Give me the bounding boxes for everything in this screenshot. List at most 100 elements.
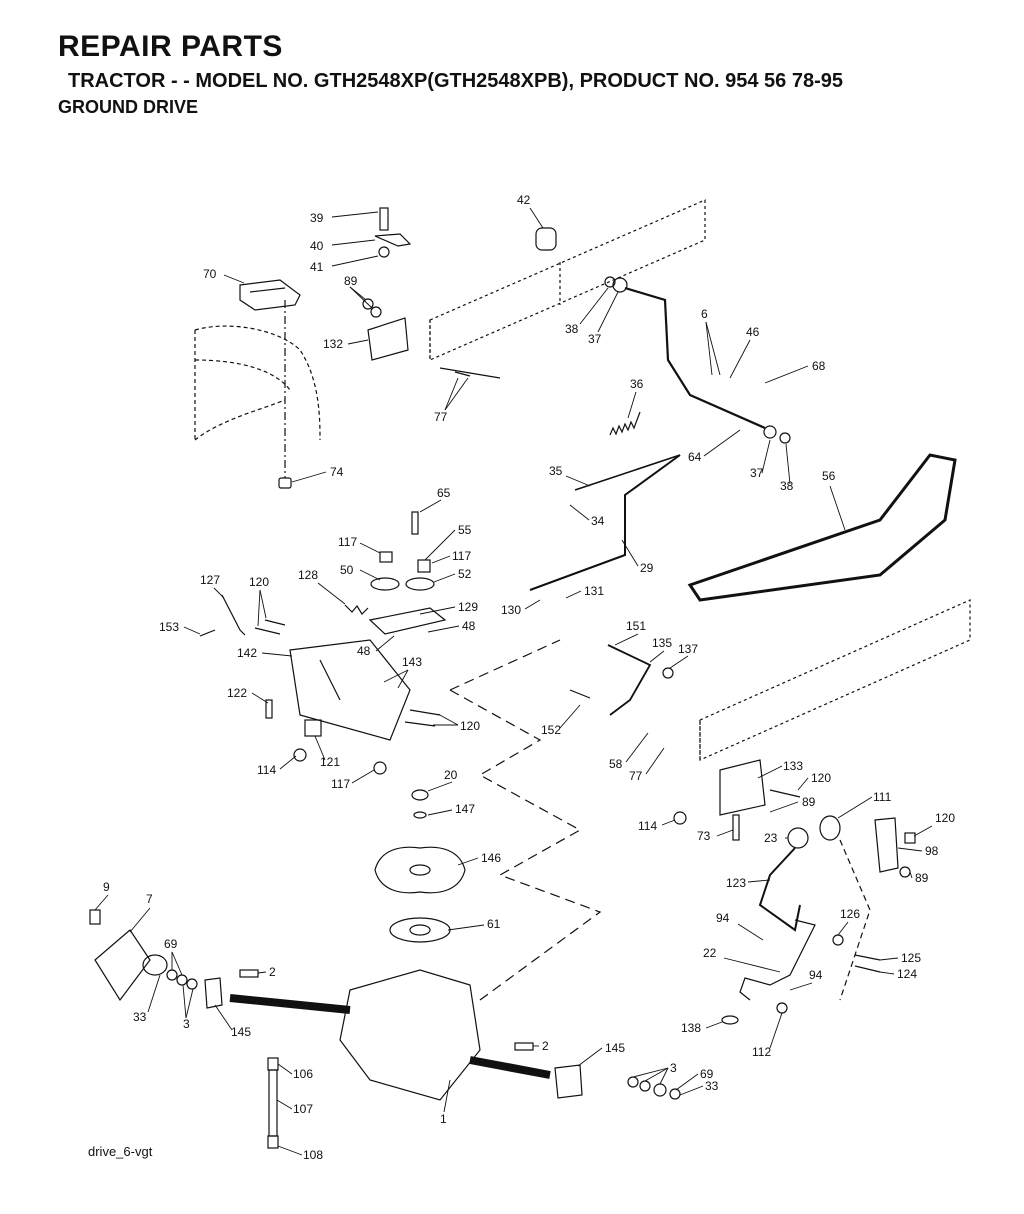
callout-34: 34 — [591, 514, 605, 528]
pedal-cover — [239, 279, 301, 311]
callout-89: 89 — [802, 795, 816, 809]
callout-6: 6 — [701, 307, 708, 321]
callout-94: 94 — [716, 911, 730, 925]
callout-98: 98 — [925, 844, 939, 858]
callout-120: 120 — [811, 771, 831, 785]
callout-128: 128 — [298, 568, 318, 582]
bushing-bracket-111-98 — [819, 815, 916, 1001]
lever-127 — [199, 594, 246, 637]
callout-120: 120 — [935, 811, 955, 825]
callout-37: 37 — [588, 332, 602, 346]
lever-22 — [721, 919, 881, 1025]
transaxle-1 — [229, 969, 551, 1101]
wheel-hub-7 — [89, 909, 168, 1002]
callout-143: 143 — [402, 655, 422, 669]
callout-29: 29 — [640, 561, 654, 575]
bolts-120 — [254, 619, 441, 727]
callout-70: 70 — [203, 267, 217, 281]
callout-127: 127 — [200, 573, 220, 587]
callout-145: 145 — [605, 1041, 625, 1055]
section-title: GROUND DRIVE — [58, 97, 199, 117]
callout-125: 125 — [901, 951, 921, 965]
callout-94: 94 — [809, 968, 823, 982]
idler-pulleys — [370, 511, 435, 591]
callout-37: 37 — [750, 466, 764, 480]
callout-129: 129 — [458, 600, 478, 614]
callout-55: 55 — [458, 523, 472, 537]
callout-132: 132 — [323, 337, 343, 351]
callout-120: 120 — [460, 719, 480, 733]
cooling-fan-146 — [374, 846, 466, 894]
callout-122: 122 — [227, 686, 247, 700]
bolt-bracket-39-41 — [374, 207, 412, 258]
callout-74: 74 — [330, 465, 344, 479]
callout-64: 64 — [688, 450, 702, 464]
callout-20: 20 — [444, 768, 458, 782]
callout-147: 147 — [455, 802, 475, 816]
callout-2: 2 — [269, 965, 276, 979]
callout-117: 117 — [331, 777, 350, 791]
nut-washer-20-147 — [411, 789, 429, 819]
callout-111: 111 — [873, 790, 892, 804]
callout-120: 120 — [249, 575, 269, 589]
washers-left — [166, 969, 223, 1009]
callout-124: 124 — [897, 967, 917, 981]
callout-65: 65 — [437, 486, 451, 500]
linkage-135 — [569, 644, 674, 716]
callout-3: 3 — [183, 1017, 190, 1031]
callout-48: 48 — [462, 619, 476, 633]
callout-145: 145 — [231, 1025, 251, 1039]
callout-68: 68 — [812, 359, 826, 373]
callout-73: 73 — [697, 829, 711, 843]
callout-142: 142 — [237, 646, 257, 660]
callout-69: 69 — [700, 1067, 714, 1081]
bracket-133 — [673, 759, 801, 841]
pedal-shaft — [604, 276, 791, 444]
callout-58: 58 — [609, 757, 623, 771]
callout-108: 108 — [303, 1148, 323, 1162]
leader-lines — [94, 207, 933, 1156]
callout-126: 126 — [840, 907, 860, 921]
callout-121: 121 — [320, 755, 340, 769]
rod-35 — [574, 454, 681, 491]
callout-123: 123 — [726, 876, 746, 890]
bracket-132 — [362, 298, 501, 379]
pulley-61 — [389, 917, 451, 943]
callout-35: 35 — [549, 464, 563, 478]
callout-89: 89 — [915, 871, 929, 885]
callout-46: 46 — [746, 325, 760, 339]
callout-38: 38 — [565, 322, 579, 336]
callout-138: 138 — [681, 1021, 701, 1035]
callout-117: 117 — [452, 549, 471, 563]
callout-153: 153 — [159, 620, 179, 634]
callout-50: 50 — [340, 563, 354, 577]
callout-38: 38 — [780, 479, 794, 493]
model-subtitle: TRACTOR - - MODEL NO. GTH2548XP(GTH2548X… — [68, 70, 844, 92]
mounting-bracket-142 — [289, 639, 411, 741]
fender-outline — [194, 325, 321, 441]
callout-61: 61 — [487, 917, 501, 931]
figure-code: drive_6-vgt — [88, 1144, 153, 1159]
key-2-right — [514, 1042, 534, 1051]
callout-48: 48 — [357, 644, 371, 658]
callout-146: 146 — [481, 851, 501, 865]
callout-114: 114 — [638, 819, 657, 833]
callout-106: 106 — [293, 1067, 313, 1081]
callout-39: 39 — [310, 211, 324, 225]
callout-137: 137 — [678, 642, 698, 656]
callout-117: 117 — [338, 535, 357, 549]
bushing-42 — [535, 227, 557, 251]
frame-rail-lower — [699, 599, 971, 761]
callout-40: 40 — [310, 239, 324, 253]
callout-36: 36 — [630, 377, 644, 391]
frame-rail-upper — [429, 199, 706, 361]
callout-130: 130 — [501, 603, 521, 617]
rod-29 — [529, 454, 681, 591]
callout-23: 23 — [764, 831, 778, 845]
callout-151: 151 — [626, 619, 646, 633]
callout-42: 42 — [517, 193, 531, 207]
shaft-106-108 — [267, 1057, 279, 1149]
callout-33: 33 — [133, 1010, 147, 1024]
key-2-left — [239, 969, 259, 978]
